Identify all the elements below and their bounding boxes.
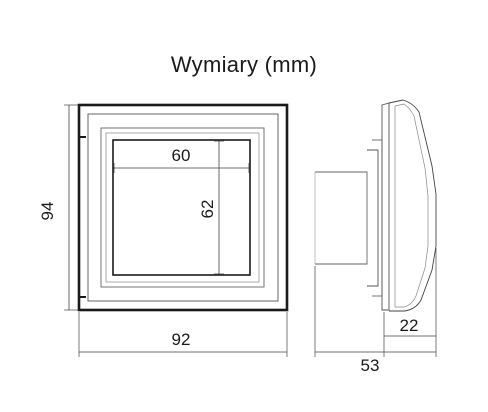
side-view: 22 53 [314,99,437,375]
mounting-plate [381,102,390,311]
front-view: 60 62 94 92 [38,103,289,357]
dim-label-outer-height: 94 [38,202,57,221]
dim-label-depth-front: 22 [400,316,419,335]
body-step-inner [372,139,383,297]
front-cover-inner [394,103,429,308]
body-step [367,149,379,287]
diagram-title: Wymiary (mm) [170,52,318,77]
dim-label-inner-width: 60 [172,146,191,165]
dim-label-depth-total: 53 [361,356,380,375]
frame-inner-edge [87,113,279,302]
inner-opening [112,139,251,276]
dim-label-outer-width: 92 [172,330,191,349]
opening-bevel-outer [100,127,265,288]
dim-label-inner-height: 62 [198,200,217,219]
opening-bevel-mid [105,132,260,283]
front-cover [388,99,437,312]
rear-body [315,171,368,265]
outer-frame [77,103,289,312]
